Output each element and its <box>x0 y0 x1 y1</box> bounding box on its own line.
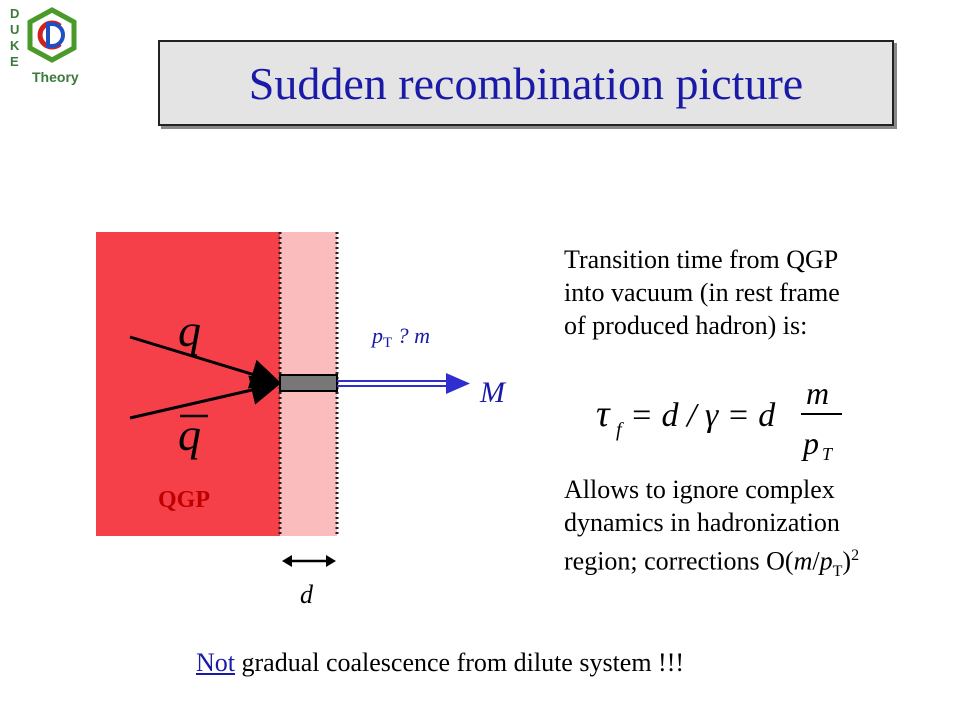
logo-letter-k: K <box>10 38 20 53</box>
width-arrow-right-icon <box>326 555 336 567</box>
logo-hexagon-icon <box>27 7 77 63</box>
explanation-line-1: Transition time from QGP <box>564 245 839 274</box>
qgp-label: QGP <box>158 487 210 513</box>
formation-time-formula: τ f = d / γ = d m p T <box>596 375 842 464</box>
not-emphasis: Not <box>196 648 235 677</box>
hadron-bar <box>279 374 338 392</box>
quark-label: q <box>178 305 201 356</box>
corrections-text: Allows to ignore complex dynamics in had… <box>564 473 954 588</box>
quark-line <box>129 335 281 389</box>
formula-tau-sub: f <box>616 419 624 441</box>
formula-tau: τ <box>596 393 611 435</box>
logo-d-icon <box>46 22 65 48</box>
title-box: Sudden recombination picture <box>158 40 894 126</box>
explanation-line-3: of produced hadron) is: <box>564 311 808 340</box>
width-arrow-left-icon <box>282 555 292 567</box>
width-label: d <box>300 580 314 609</box>
transition-time-text: Transition time from QGP into vacuum (in… <box>564 243 944 342</box>
footer-rest: gradual coalescence from dilute system !… <box>235 648 685 677</box>
logo-letter-d: D <box>10 6 19 21</box>
explanation-line-5: dynamics in hadronization <box>564 508 840 537</box>
meson-label: M <box>479 376 507 409</box>
formula-equality: = d / γ = d <box>630 397 776 434</box>
pt-label: pT ? m <box>370 323 430 351</box>
footer-statement: Not gradual coalescence from dilute syst… <box>196 648 684 678</box>
formula-denominator: p <box>801 425 819 461</box>
logo-theory-text: Theory <box>32 69 79 85</box>
meson-arrowhead-icon <box>446 373 470 394</box>
formula-numerator: m <box>806 375 829 411</box>
page-title: Sudden recombination picture <box>248 57 804 109</box>
explanation-line-6: region; corrections O(m/pT)2 <box>564 546 860 580</box>
antiquark-label: q <box>178 409 201 460</box>
duke-qcd-theory-logo: D U K E Theory <box>10 6 79 85</box>
formula-denominator-sub: T <box>822 444 834 464</box>
logo-letter-e: E <box>10 54 19 69</box>
antiquark-line <box>129 375 281 420</box>
logo-letter-u: U <box>10 22 19 37</box>
explanation-line-2: into vacuum (in rest frame <box>564 278 840 307</box>
explanation-line-4: Allows to ignore complex <box>564 475 835 504</box>
